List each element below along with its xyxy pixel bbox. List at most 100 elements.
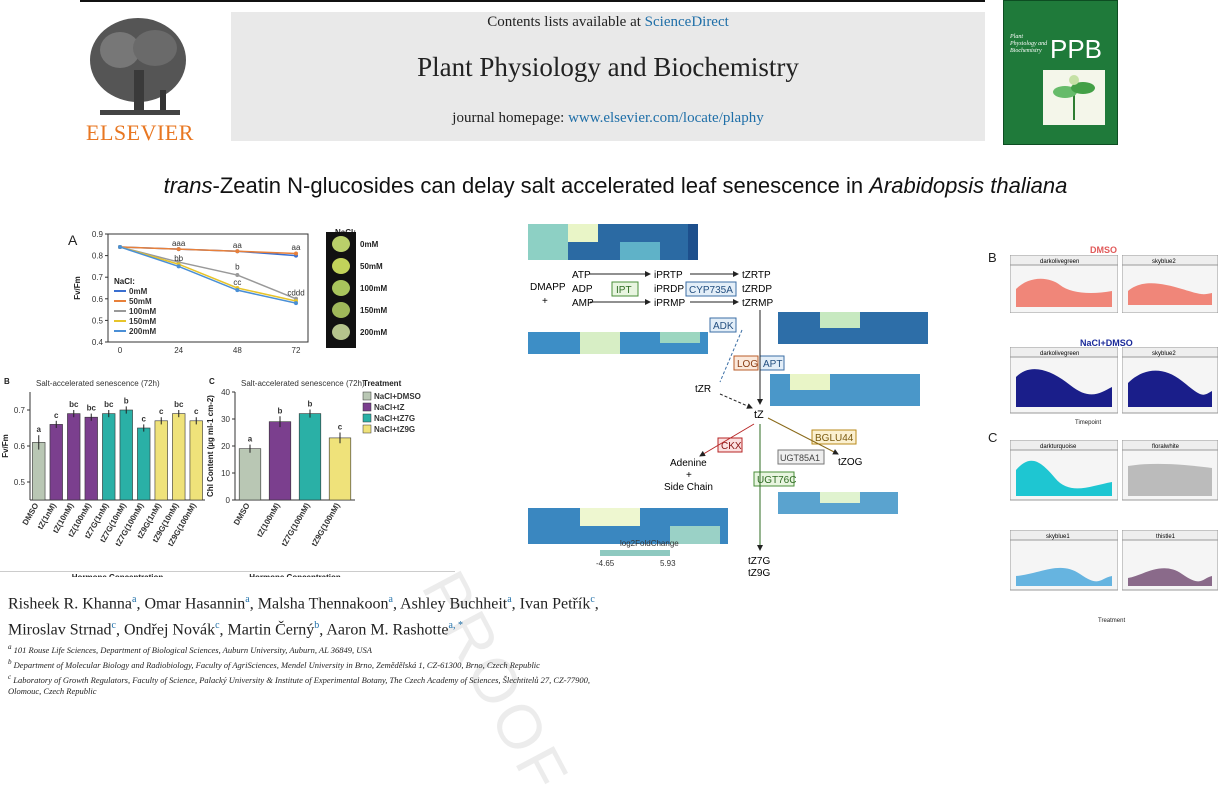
bar-DMSO — [238, 448, 262, 501]
x-axis-label: Timepoint (h) — [183, 357, 234, 358]
significance-letter: c — [54, 411, 59, 420]
author[interactable]: Risheek R. Khanna — [8, 595, 132, 613]
panel-label: B — [4, 377, 10, 386]
photo-label-200mM: 200mM — [360, 328, 388, 337]
ipt-enzyme: IPT — [616, 285, 632, 296]
panel-a-label: A — [68, 232, 78, 248]
heatmap-right-1 — [778, 312, 928, 344]
title-italic-trans: trans — [163, 173, 213, 198]
legend-label-200mM: 200mM — [129, 327, 156, 336]
legend-label-100mM: 100mM — [129, 307, 156, 316]
author-affiliation-sup[interactable]: c — [590, 594, 595, 605]
adp-label: ADP — [572, 284, 593, 295]
author-affiliation-sup[interactable]: a — [245, 594, 250, 605]
log-box — [733, 355, 759, 371]
legend-label-0mM: 0mM — [129, 287, 148, 296]
sciencedirect-link[interactable]: ScienceDirect — [644, 14, 729, 30]
module-skyblue2-dmso: skyblue2 — [1122, 255, 1218, 313]
affiliation-text: Laboratory of Growth Regulators, Faculty… — [13, 674, 590, 685]
x-axis-label: Hormone Concentration — [72, 573, 164, 577]
y-tick-label: 0.8 — [92, 252, 104, 261]
author[interactable]: Ondřej Novák — [124, 621, 216, 639]
significance-letter: bc — [69, 400, 79, 409]
x-tick-label: tZ(100nM) — [255, 501, 282, 539]
tzrtp-label: tZRTP — [742, 270, 771, 281]
bar-tZ9G(100nM) — [189, 420, 203, 501]
leaf-photo — [332, 302, 350, 318]
nacl-dmso-header: NaCl+DMSO — [1080, 338, 1133, 348]
significance-letter: bc — [174, 400, 184, 409]
author[interactable]: Martin Černý — [227, 621, 315, 639]
leaf-photo — [332, 258, 350, 274]
author-affiliation-sup[interactable]: c — [215, 620, 220, 632]
module-skyblue1: skyblue1 — [1010, 530, 1118, 591]
x-tick-label: tZ7G(100nM) — [280, 501, 312, 548]
tz9g-label: tZ9G — [748, 568, 770, 579]
significance-letter: b — [235, 263, 240, 272]
affiliation-a: a 101 Rouse Life Sciences, Department of… — [8, 641, 788, 656]
legend-label-150mM: 150mM — [129, 317, 156, 326]
author-line-1: Risheek R. Khannaa, Omar Hasannina, Mals… — [8, 594, 599, 613]
legend-swatch — [362, 424, 372, 434]
heat-legend-title: log2FoldChange — [620, 539, 679, 548]
author-affiliation-sup[interactable]: a — [507, 594, 512, 605]
amp-label: AMP — [572, 298, 594, 309]
x-tick-label: 24 — [174, 346, 183, 355]
author[interactable]: Aaron M. Rashotte — [326, 621, 449, 639]
journal-homepage-link[interactable]: www.elsevier.com/locate/plaphy — [568, 110, 764, 126]
tzr-label: tZR — [695, 384, 711, 395]
author-affiliation-sup[interactable]: a — [131, 594, 137, 605]
journal-banner — [231, 12, 985, 141]
ugt76c-box — [753, 471, 795, 487]
wgcna-b-label: B — [988, 250, 997, 265]
plot-area — [107, 233, 309, 343]
leaf-photo — [332, 280, 350, 296]
significance-letter: cddd — [287, 289, 304, 298]
x-tick-label: 48 — [233, 346, 242, 355]
author-affiliation-sup[interactable]: a — [388, 594, 393, 605]
legend-title: Treatment — [363, 379, 402, 388]
significance-letter: aaa — [172, 239, 186, 248]
affiliation-sup: c — [8, 672, 12, 681]
arrow-ckx — [699, 423, 755, 457]
bar-tZ7G(10nM) — [119, 409, 133, 501]
wgcna-c-xlabel: Treatment — [1098, 618, 1126, 624]
cover-abbreviation: PPB — [1050, 34, 1103, 64]
leaf-photo — [332, 236, 350, 252]
photo-label-100mM: 100mM — [360, 284, 388, 293]
y-tick-label: 0.5 — [14, 478, 26, 487]
significance-letter: b — [308, 400, 313, 409]
author[interactable]: Miroslav Strnad — [8, 621, 112, 639]
affiliation-text: Olomouc, Czech Republic — [8, 686, 97, 697]
author-list: Risheek R. Khannaa, Omar Hasannina, Mals… — [8, 589, 788, 642]
dmso-header: DMSO — [1090, 245, 1117, 255]
module-title: darkturquoise — [1040, 444, 1077, 450]
photo-label-150mM: 150mM — [360, 306, 388, 315]
significance-letter: aa — [233, 241, 242, 250]
atp-label: ATP — [572, 270, 591, 281]
heatmap-bottom — [528, 508, 728, 544]
module-title: darkolivegreen — [1040, 351, 1079, 357]
author[interactable]: Ivan Petřík — [519, 595, 591, 613]
tzrmp-label: tZRMP — [742, 298, 773, 309]
author-affiliation-sup[interactable]: a, * — [448, 620, 463, 632]
affiliation-list: a 101 Rouse Life Sciences, Department of… — [8, 641, 788, 697]
series-line-200mM — [119, 246, 297, 304]
author[interactable]: Omar Hasannin — [144, 595, 246, 613]
chart-title: Salt-accelerated senescence (72h) — [36, 379, 160, 388]
significance-letter: c — [194, 407, 199, 416]
author[interactable]: Malsha Thennakoon — [257, 595, 389, 613]
chart-title: Salt-accelerated senescence (72h) — [241, 379, 365, 388]
module-title: skyblue2 — [1152, 351, 1176, 357]
y-tick-label: 0 — [226, 496, 231, 505]
author-affiliation-sup[interactable]: b — [314, 620, 320, 632]
module-darkolivegreen-dmso: darkolivegreen — [1010, 255, 1118, 313]
wgcna-c-label: C — [988, 430, 998, 445]
author[interactable]: Ashley Buchheit — [400, 595, 508, 613]
photo-label-50mM: 50mM — [360, 262, 383, 271]
top-rule — [80, 0, 985, 2]
author-affiliation-sup[interactable]: c — [111, 620, 116, 632]
data-point-50mM — [235, 249, 240, 254]
bar-tZ9G(10nM) — [172, 413, 186, 501]
